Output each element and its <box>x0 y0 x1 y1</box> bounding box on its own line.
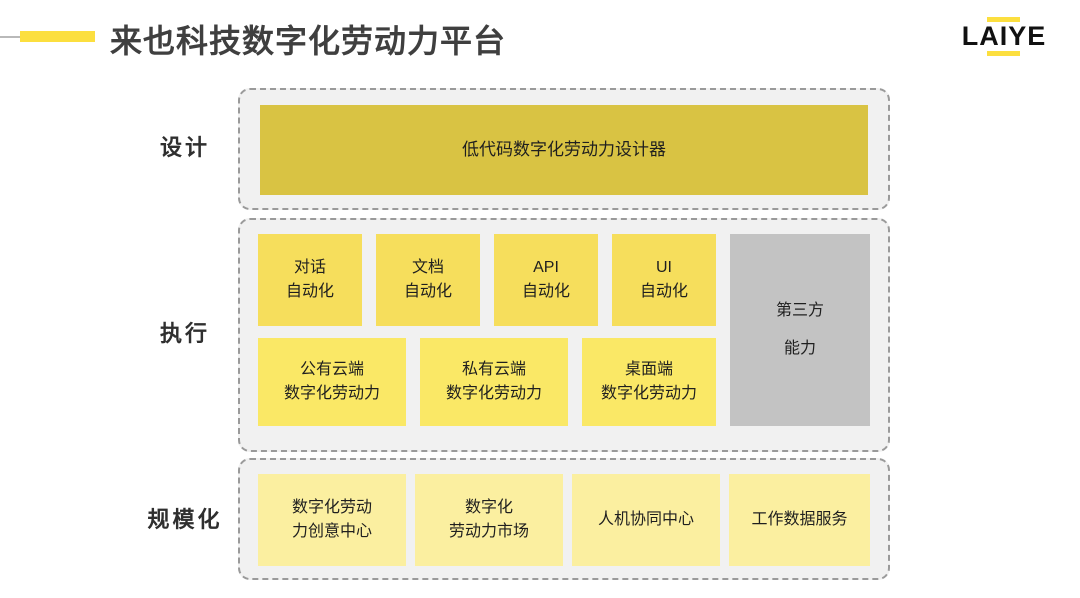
card-line: 人机协同中心 <box>597 511 694 528</box>
card-line: 数字化劳动力 <box>445 385 542 402</box>
layer-panel-design: 低代码数字化劳动力设计器 <box>238 88 890 210</box>
layer-panel-scale: 数字化劳动 力创意中心 数字化 劳动力市场 人机协同中心 工作数据服务 <box>238 458 890 580</box>
card-line: 数字化劳动力 <box>283 385 380 402</box>
card-line: 自动化 <box>521 283 570 300</box>
card-third-party-capability[interactable]: 第三方 能力 <box>730 234 870 426</box>
card-line: 数字化劳动 <box>291 499 372 516</box>
card-line: API <box>533 259 559 276</box>
layer-label-scale: 规模化 <box>147 507 223 532</box>
layer-execution: 执行 对话 自动化 文档 自动化 API 自动化 UI 自动化 公有云端 数字化… <box>0 218 1080 452</box>
page-title: 来也科技数字化劳动力平台 <box>110 23 507 59</box>
card-line: 能力 <box>783 340 816 357</box>
page-header: 来也科技数字化劳动力平台 LAIYE <box>0 0 1080 78</box>
card-work-data-service[interactable]: 工作数据服务 <box>729 474 870 566</box>
logo-bar-top-icon <box>987 17 1020 22</box>
card-private-cloud-workforce[interactable]: 私有云端 数字化劳动力 <box>420 338 568 426</box>
card-line: 私有云端 <box>461 361 526 378</box>
layer-scale: 规模化 数字化劳动 力创意中心 数字化 劳动力市场 人机协同中心 工作数据服务 <box>0 458 1080 580</box>
layer-label-design: 设计 <box>159 135 210 160</box>
card-line: 对话 <box>293 259 326 276</box>
logo-bar-bottom-icon <box>987 51 1020 56</box>
card-document-automation[interactable]: 文档 自动化 <box>376 234 480 326</box>
layer-panel-execution: 对话 自动化 文档 自动化 API 自动化 UI 自动化 公有云端 数字化劳动力… <box>238 218 890 452</box>
header-accent-bar <box>20 31 95 42</box>
card-desktop-workforce[interactable]: 桌面端 数字化劳动力 <box>582 338 716 426</box>
card-line: 文档 <box>411 259 444 276</box>
layer-design: 设计 低代码数字化劳动力设计器 <box>0 88 1080 210</box>
card-line: UI <box>656 259 672 276</box>
card-line: 工作数据服务 <box>751 511 848 528</box>
card-low-code-designer[interactable]: 低代码数字化劳动力设计器 <box>260 105 868 195</box>
card-line: 公有云端 <box>299 361 364 378</box>
card-line: 自动化 <box>639 283 688 300</box>
card-line: 数字化劳动力 <box>600 385 697 402</box>
card-line: 力创意中心 <box>291 523 372 540</box>
card-line: 自动化 <box>403 283 452 300</box>
card-public-cloud-workforce[interactable]: 公有云端 数字化劳动力 <box>258 338 406 426</box>
card-line: 桌面端 <box>624 361 673 378</box>
card-workforce-creative-center[interactable]: 数字化劳动 力创意中心 <box>258 474 406 566</box>
card-human-machine-collaboration-center[interactable]: 人机协同中心 <box>572 474 720 566</box>
card-api-automation[interactable]: API 自动化 <box>494 234 598 326</box>
card-line: 第三方 <box>775 302 824 319</box>
card-line: 低代码数字化劳动力设计器 <box>462 140 666 159</box>
layer-label-execution: 执行 <box>159 321 210 346</box>
card-line: 劳动力市场 <box>448 523 529 540</box>
laiye-logo: LAIYE <box>950 14 1058 58</box>
card-line: 自动化 <box>285 283 334 300</box>
card-ui-automation[interactable]: UI 自动化 <box>612 234 716 326</box>
card-line: 数字化 <box>464 499 513 516</box>
logo-wordmark: LAIYE <box>961 21 1047 51</box>
card-workforce-marketplace[interactable]: 数字化 劳动力市场 <box>415 474 563 566</box>
card-dialog-automation[interactable]: 对话 自动化 <box>258 234 362 326</box>
